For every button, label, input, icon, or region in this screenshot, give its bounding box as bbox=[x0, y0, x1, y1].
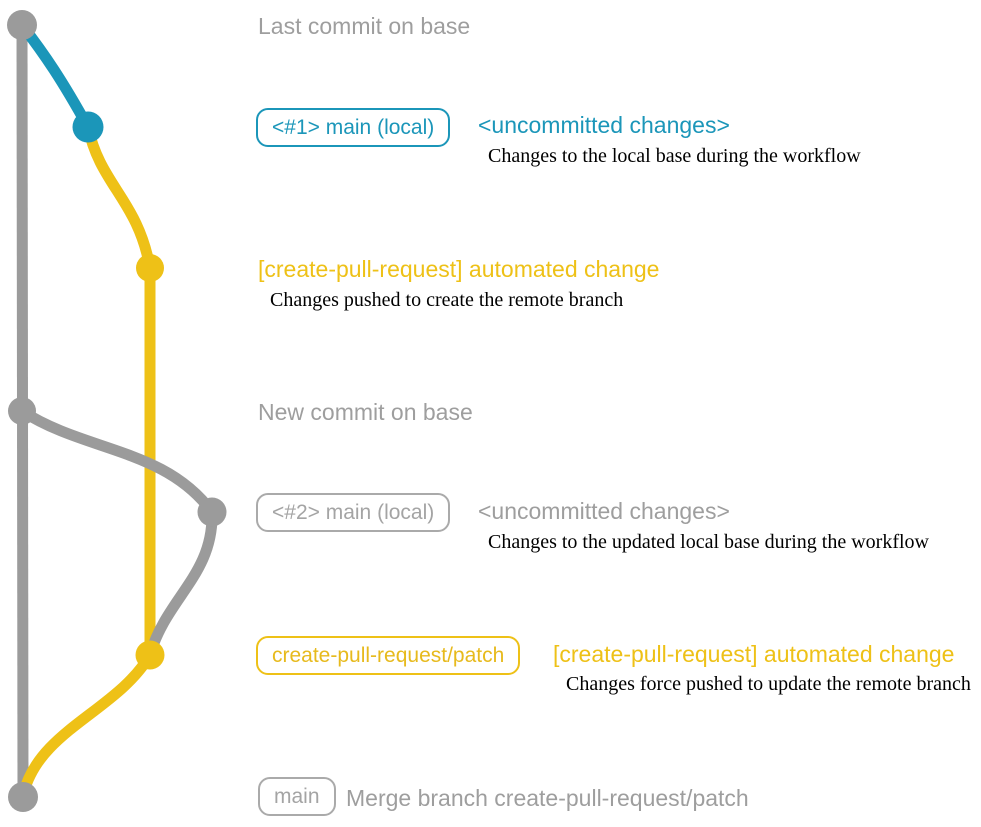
commit-dot-merge bbox=[8, 782, 38, 812]
branch-label-main-local-2: <#2> main (local) bbox=[256, 493, 451, 532]
commit-dot-uncommitted-1 bbox=[72, 111, 104, 143]
heading-last-commit-on-base: Last commit on base bbox=[258, 13, 471, 39]
caption-uncommitted-1: Changes to the local base during the wor… bbox=[488, 145, 861, 167]
caption-uncommitted-2: Changes to the updated local base during… bbox=[488, 531, 929, 553]
branch-label-main-local-1: <#1> main (local) bbox=[256, 108, 451, 147]
commit-dot-last-base bbox=[7, 10, 37, 40]
base-to-local2-curve bbox=[19, 406, 217, 516]
patch-branch-curve-from-local bbox=[82, 125, 156, 269]
commit-dot-uncommitted-2 bbox=[197, 497, 227, 527]
caption-automated-change-2: Changes force pushed to update the remot… bbox=[566, 673, 971, 695]
commit-message-uncommitted-2: <uncommitted changes> bbox=[478, 498, 730, 524]
commit-dot-new-base bbox=[8, 397, 36, 425]
branch-label-patch: create-pull-request/patch bbox=[256, 636, 521, 675]
patch-branch-merge-curve bbox=[18, 652, 155, 794]
commit-message-merge: Merge branch create-pull-request/patch bbox=[346, 785, 749, 811]
commit-message-uncommitted-1: <uncommitted changes> bbox=[478, 112, 730, 138]
local-branch-curve bbox=[17, 21, 93, 130]
git-graph bbox=[7, 10, 227, 812]
commit-dot-patch-2 bbox=[135, 640, 165, 670]
heading-new-commit-on-base: New commit on base bbox=[258, 399, 473, 425]
commit-dot-patch-1 bbox=[136, 254, 164, 282]
commit-message-automated-change-1: [create-pull-request] automated change bbox=[258, 256, 660, 282]
caption-automated-change-1: Changes pushed to create the remote bran… bbox=[270, 289, 624, 311]
local2-to-patch-curve bbox=[144, 511, 218, 657]
branch-label-main: main bbox=[258, 777, 336, 816]
commit-message-automated-change-2: [create-pull-request] automated change bbox=[553, 641, 955, 667]
